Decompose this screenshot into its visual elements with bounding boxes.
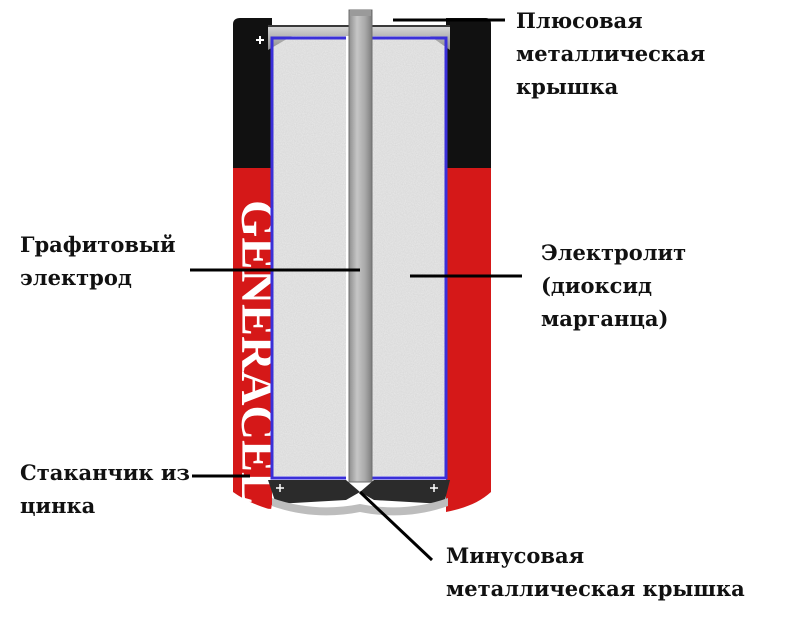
casing-right-black [446, 18, 491, 168]
label-graphite-electrode: Графитовый электрод [20, 228, 176, 294]
label-positive-cap-line2: металлическая [516, 41, 706, 66]
label-positive-cap-line1: Плюсовая [516, 8, 643, 33]
leader-lines [190, 18, 522, 562]
label-electrolyte: Электролит (диоксид марганца) [541, 236, 686, 335]
casing-left-black [233, 18, 272, 168]
electrolyte-left [272, 36, 346, 476]
label-graphite-electrode-line1: Графитовый [20, 232, 176, 257]
casing-right-red [446, 168, 491, 512]
label-electrolyte-line1: Электролит [541, 240, 687, 265]
label-negative-cap-line2: металлическая крышка [446, 576, 745, 601]
label-positive-cap-line3: крышка [516, 74, 619, 99]
label-zinc-cup-line2: цинка [20, 493, 96, 518]
negative-metal-cap [268, 480, 450, 516]
electrolyte-right [372, 36, 446, 476]
label-negative-cap: Минусовая металлическая крышка [446, 539, 745, 605]
positive-metal-cap [268, 25, 450, 50]
graphite-rod-top [350, 10, 371, 16]
zinc-cup-outline [270, 36, 448, 480]
label-negative-cap-line1: Минусовая [446, 543, 585, 568]
leader-negative-cap [358, 490, 434, 562]
battery-casing [233, 18, 491, 512]
plus-sign-icon [256, 36, 264, 44]
label-positive-cap: Плюсовая металлическая крышка [516, 4, 705, 103]
label-graphite-electrode-line2: электрод [20, 265, 132, 290]
label-electrolyte-line3: марганца) [541, 306, 669, 331]
label-zinc-cup-line1: Стаканчик из [20, 460, 190, 485]
graphite-rod [348, 9, 373, 483]
casing-left-red [233, 168, 272, 510]
label-electrolyte-line2: (диоксид [541, 273, 653, 298]
label-zinc-cup: Стаканчик из цинка [20, 456, 190, 522]
